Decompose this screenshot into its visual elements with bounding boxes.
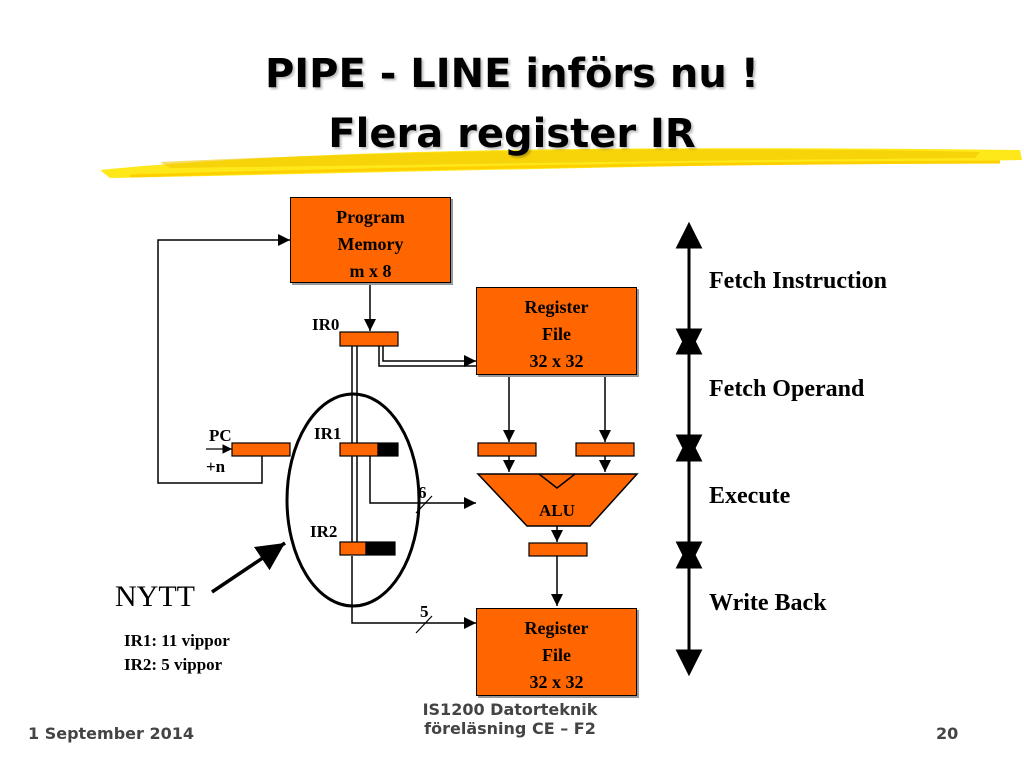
ir0-to-regfile-wire-a — [382, 346, 476, 367]
slide-title-line2: Flera register IR — [328, 111, 696, 157]
register-file-top-block: Register File 32 x 32 — [476, 287, 637, 375]
program-memory-line2: Memory — [337, 234, 404, 254]
stage-fetch-operand: Fetch Operand — [709, 376, 865, 402]
result-latch — [528, 542, 588, 557]
footer-course-line2: föreläsning CE – F2 — [424, 719, 596, 739]
ir2-note: IR2: 5 vippor — [124, 655, 223, 674]
ir2-label: IR2 — [310, 522, 338, 541]
ir0-register — [339, 331, 399, 347]
footer-page-number: 20 — [936, 724, 959, 743]
ir1-to-alu-wire — [369, 456, 476, 509]
alu-label: ALU — [539, 501, 575, 520]
ir1-register — [339, 442, 379, 457]
nytt-label: NYTT — [115, 580, 195, 613]
plus-n-label: +n — [206, 457, 226, 476]
slide-title-line1: PIPE - LINE införs nu ! — [264, 51, 760, 97]
alu-shape — [476, 473, 639, 527]
pc-label: PC — [209, 426, 232, 445]
new-registers-ellipse — [285, 392, 421, 608]
register-file-bottom-line3: 32 x 32 — [529, 672, 584, 692]
program-memory-block: Program Memory m x 8 — [290, 197, 451, 283]
operand-latch-a — [477, 442, 537, 457]
stage-fetch-instruction: Fetch Instruction — [709, 268, 887, 294]
program-memory-line3: m x 8 — [349, 261, 392, 281]
register-file-bottom-block: Register File 32 x 32 — [476, 608, 637, 696]
register-file-top-line2: File — [542, 324, 571, 344]
operand-latch-b — [575, 442, 635, 457]
alu-notch — [538, 473, 576, 489]
bus5-label: 5 — [420, 602, 429, 621]
ir0-to-regfile-wire-b — [378, 346, 476, 367]
footer-course: IS1200 Datorteknik föreläsning CE – F2 — [380, 700, 640, 738]
ir1-label: IR1 — [314, 424, 342, 443]
register-file-bottom-line2: File — [542, 645, 571, 665]
footer-course-line1: IS1200 Datorteknik — [422, 700, 598, 719]
stage-write-back: Write Back — [709, 590, 827, 616]
register-file-top-line3: 32 x 32 — [529, 351, 584, 371]
ir2-register-dark — [365, 541, 396, 556]
register-file-bottom-line1: Register — [524, 618, 589, 638]
ir2-to-regfile-wire — [351, 556, 476, 629]
bus5-slash — [415, 615, 433, 634]
title-highlight-brush — [100, 148, 1022, 178]
register-file-top-line1: Register — [524, 297, 589, 317]
nytt-arrow — [211, 541, 286, 594]
ir1-register-dark — [377, 442, 399, 457]
stage-execute: Execute — [709, 483, 791, 509]
ir2-register — [339, 541, 367, 556]
pc-register — [231, 442, 291, 457]
footer-date: 1 September 2014 — [28, 724, 194, 743]
pc-feedback-wire — [157, 234, 290, 484]
ir1-note: IR1: 11 vippor — [124, 631, 230, 650]
bus6-label: 6 — [418, 483, 427, 502]
program-memory-line1: Program — [336, 207, 405, 227]
ir0-label: IR0 — [312, 315, 340, 334]
